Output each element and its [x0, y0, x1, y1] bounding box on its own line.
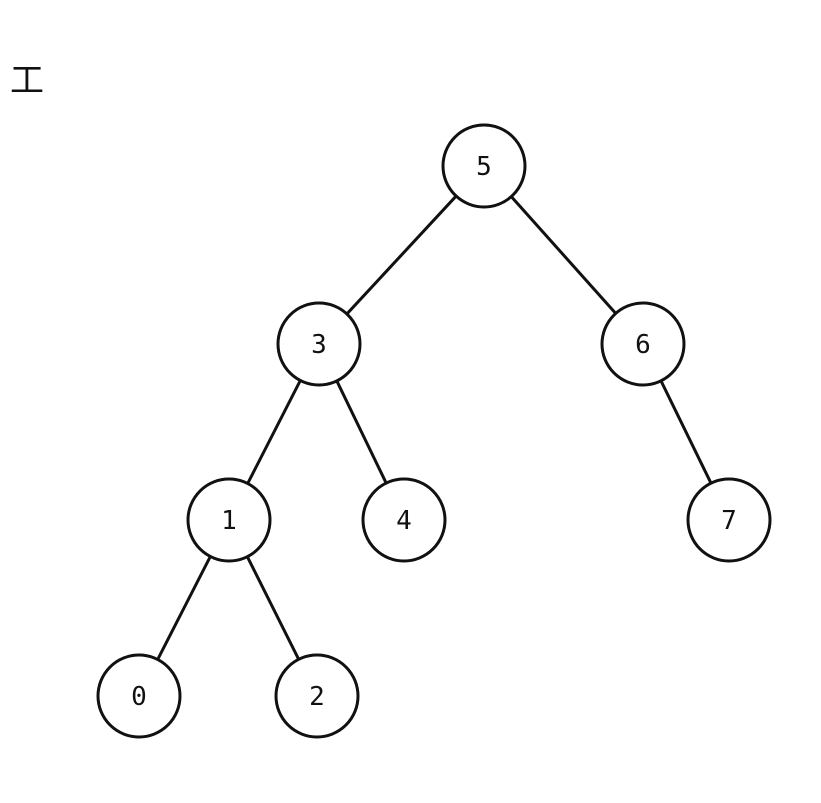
node-label: 1 — [221, 506, 237, 536]
node-circle — [686, 477, 772, 563]
edge-3-4 — [335, 379, 388, 485]
node-circle — [276, 301, 362, 387]
edge-5-3 — [345, 194, 458, 316]
edge-6-7 — [659, 379, 713, 485]
node-label: 7 — [721, 506, 737, 536]
tree-node-6: 6 — [600, 301, 686, 387]
tree-node-7: 7 — [686, 477, 772, 563]
tree-node-2: 2 — [274, 653, 360, 739]
tree-node-0: 0 — [96, 653, 182, 739]
node-circle — [441, 123, 527, 209]
edge-5-6 — [509, 195, 618, 315]
edge-3-1 — [246, 379, 302, 485]
node-label: 6 — [635, 330, 651, 360]
node-circle — [600, 301, 686, 387]
node-label: 4 — [396, 506, 412, 536]
tree-node-5: 5 — [441, 123, 527, 209]
tree-node-3: 3 — [276, 301, 362, 387]
node-circle — [361, 477, 447, 563]
node-circle — [186, 477, 272, 563]
node-label: 0 — [131, 682, 147, 712]
node-label: 3 — [311, 330, 327, 360]
edge-1-0 — [156, 555, 212, 661]
tree-node-4: 4 — [361, 477, 447, 563]
node-label: 2 — [309, 682, 325, 712]
tree-node-1: 1 — [186, 477, 272, 563]
corner-mark: 工 — [10, 61, 44, 101]
node-circle — [96, 653, 182, 739]
tree-edges — [156, 194, 713, 661]
node-label: 5 — [476, 152, 492, 182]
node-circle — [274, 653, 360, 739]
edge-1-2 — [245, 555, 301, 661]
